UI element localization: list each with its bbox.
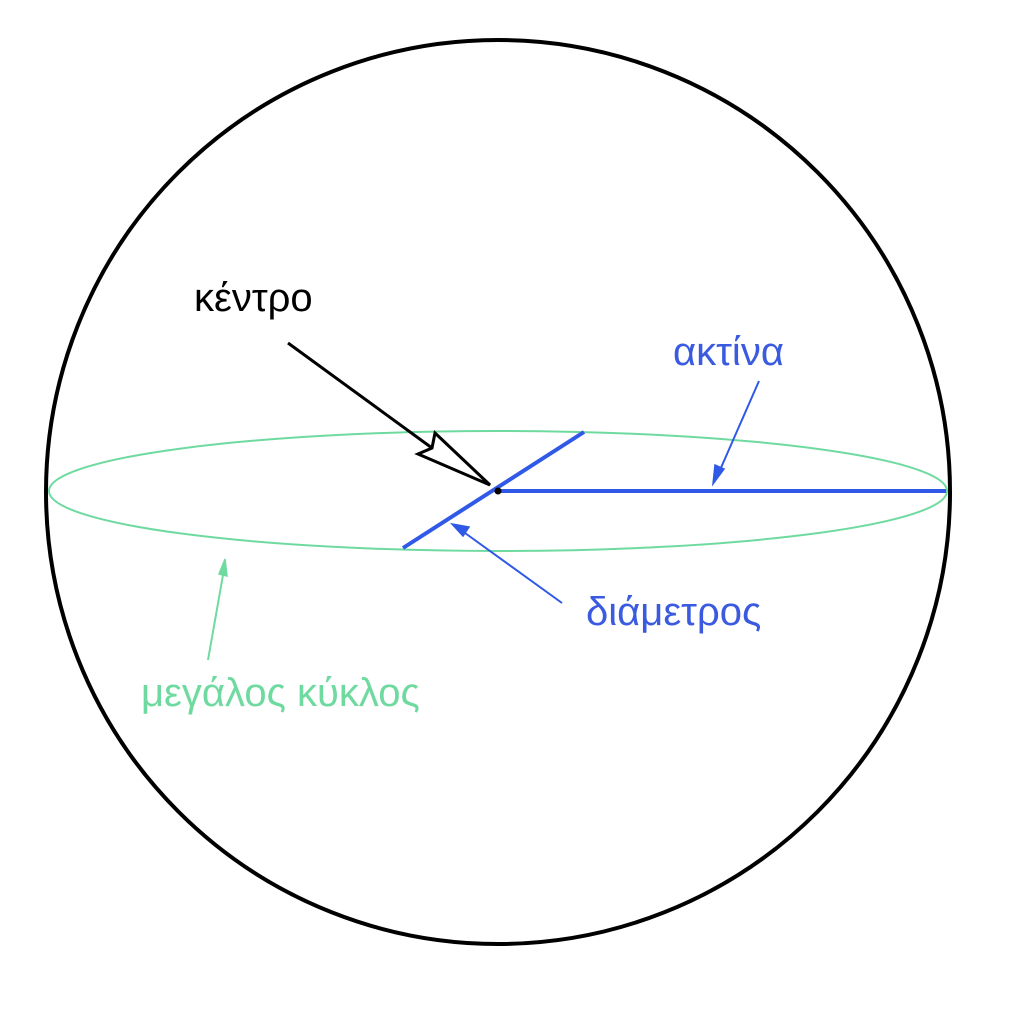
radius-arrow (711, 380, 760, 487)
center-point (494, 487, 502, 495)
diameter-label: διάμετρος (586, 590, 761, 634)
center-arrow (287, 341, 492, 487)
center-label: κέντρο (194, 276, 313, 320)
great-circle-arrow (207, 558, 228, 661)
sphere-outline (44, 38, 952, 946)
diameter-arrow (449, 522, 563, 604)
radius-label: ακτίνα (673, 330, 784, 374)
diameter-line (401, 430, 586, 550)
great-circle-ellipse (48, 430, 948, 552)
great-circle-label: μεγάλος κύκλος (141, 671, 420, 715)
